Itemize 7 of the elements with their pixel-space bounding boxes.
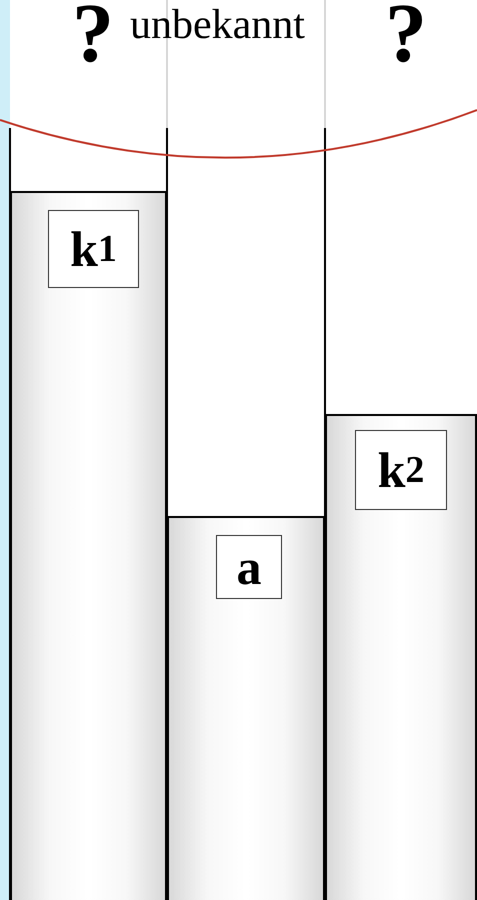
bar xyxy=(167,516,325,900)
question-mark: ? xyxy=(385,0,427,76)
question-mark: ? xyxy=(72,0,114,76)
heading: unbekannt xyxy=(130,2,305,48)
bar-label: a xyxy=(216,535,282,599)
bar xyxy=(325,414,477,900)
bar xyxy=(10,191,167,900)
